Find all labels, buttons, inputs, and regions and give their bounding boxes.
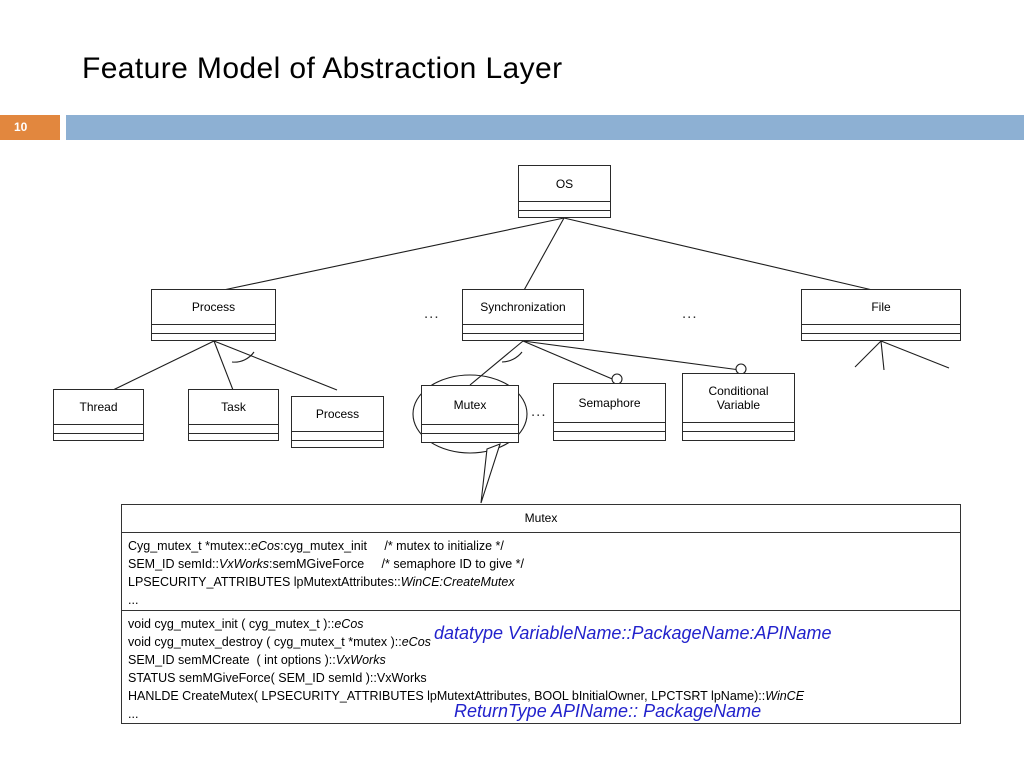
- mutex-highlight-ellipse: [412, 374, 528, 454]
- feature-node-os[interactable]: OS: [518, 165, 611, 218]
- feature-node-mutex-compartment-2: [422, 433, 518, 442]
- field-line: SEM_ID semId::VxWorks:semMGiveForce /* s…: [128, 557, 524, 571]
- mutex-callout-tail: [480, 443, 501, 504]
- feature-node-thread-label: Thread: [79, 400, 118, 414]
- feature-node-process-compartment-1: [152, 324, 275, 333]
- ellipsis-marker-1: ...: [424, 305, 440, 322]
- feature-node-semaphore-compartment-2: [554, 431, 665, 440]
- edge-process-process: [213, 340, 338, 391]
- feature-node-file-label: File: [871, 300, 891, 314]
- feature-node-semaphore-compartment-1: [554, 422, 665, 431]
- feature-node-conditional-variable-compartment-1: [683, 422, 794, 431]
- feature-node-thread-compartment-2: [54, 433, 143, 442]
- edge-file-child-2: [880, 340, 885, 371]
- api-line: void cyg_mutex_init ( cyg_mutex_t )::eCo…: [128, 617, 364, 631]
- field-line: LPSECURITY_ATTRIBUTES lpMutextAttributes…: [128, 575, 515, 589]
- feature-node-thread-compartment-1: [54, 424, 143, 433]
- apis-legend-annotation: ReturnType APIName:: PackageName: [454, 701, 762, 721]
- feature-node-synchronization[interactable]: Synchronization: [462, 289, 584, 341]
- feature-node-file-compartment-1: [802, 324, 960, 333]
- edge-sync-mutex: [469, 340, 524, 386]
- api-line: ...: [128, 707, 139, 721]
- field-line: ...: [128, 593, 139, 607]
- feature-node-conditional-variable-label: Conditional Variable: [708, 384, 769, 412]
- field-line: Cyg_mutex_t *mutex::eCos:cyg_mutex_init …: [128, 539, 504, 553]
- fields-legend-annotation: datatype VariableName::PackageName:APINa…: [434, 623, 832, 643]
- feature-node-process-child-compartment-1: [292, 431, 383, 440]
- feature-node-file-compartment-2: [802, 333, 960, 342]
- api-line: HANLDE CreateMutex( LPSECURITY_ATTRIBUTE…: [128, 689, 805, 703]
- feature-node-process-child[interactable]: Process: [291, 396, 384, 448]
- page-title: Feature Model of Abstraction Layer: [82, 52, 563, 85]
- feature-node-process[interactable]: Process: [151, 289, 276, 341]
- alternative-group-arc-process: [231, 351, 255, 363]
- feature-node-mutex-compartment-1: [422, 424, 518, 433]
- mutex-detail-header: Mutex: [122, 505, 960, 533]
- feature-node-process-label: Process: [191, 300, 236, 314]
- page-number-badge: 10: [0, 115, 60, 140]
- ellipsis-marker-2: ...: [682, 305, 698, 322]
- mutex-fields-section: Cyg_mutex_t *mutex::eCos:cyg_mutex_init …: [122, 533, 960, 643]
- feature-node-synchronization-compartment-2: [463, 333, 583, 342]
- edge-file-child-1: [854, 340, 882, 368]
- feature-node-synchronization-label: Synchronization: [480, 300, 566, 314]
- header-band: 10: [0, 115, 1024, 140]
- edge-os-file: [563, 217, 882, 293]
- edge-os-synchronization: [522, 217, 565, 293]
- alternative-group-arc-sync: [501, 351, 523, 363]
- feature-node-task[interactable]: Task: [188, 389, 279, 441]
- edge-file-child-3: [880, 340, 950, 369]
- mutex-apis-section: void cyg_mutex_init ( cyg_mutex_t )::eCo…: [122, 611, 960, 723]
- api-line: SEM_ID semMCreate ( int options )::VxWor…: [128, 653, 386, 667]
- feature-node-task-compartment-1: [189, 424, 278, 433]
- edge-os-process: [213, 217, 565, 293]
- feature-node-os-compartment-1: [519, 201, 610, 210]
- edge-process-thread: [112, 340, 215, 391]
- ellipsis-marker-3: ...: [531, 403, 547, 420]
- feature-node-semaphore[interactable]: Semaphore: [553, 383, 666, 441]
- feature-node-task-compartment-2: [189, 433, 278, 442]
- feature-node-task-label: Task: [221, 400, 246, 414]
- feature-node-conditional-variable[interactable]: Conditional Variable: [682, 373, 795, 441]
- feature-node-process-child-compartment-2: [292, 440, 383, 449]
- mutex-detail-table: Mutex Cyg_mutex_t *mutex::eCos:cyg_mutex…: [121, 504, 961, 724]
- feature-node-semaphore-label: Semaphore: [578, 396, 641, 410]
- api-line: STATUS semMGiveForce( SEM_ID semId )::Vx…: [128, 671, 427, 685]
- feature-node-mutex-label: Mutex: [453, 398, 487, 412]
- feature-node-conditional-variable-compartment-2: [683, 431, 794, 440]
- feature-node-os-label: OS: [555, 176, 574, 191]
- feature-node-process-child-label: Process: [315, 407, 360, 421]
- feature-node-synchronization-compartment-1: [463, 324, 583, 333]
- edge-sync-semaphore: [522, 340, 618, 382]
- feature-node-thread[interactable]: Thread: [53, 389, 144, 441]
- edge-process-task: [213, 340, 234, 391]
- header-accent-bar: [66, 115, 1024, 140]
- feature-node-mutex[interactable]: Mutex: [421, 385, 519, 443]
- feature-node-file[interactable]: File: [801, 289, 961, 341]
- feature-node-process-compartment-2: [152, 333, 275, 342]
- api-line: void cyg_mutex_destroy ( cyg_mutex_t *mu…: [128, 635, 431, 649]
- feature-node-os-compartment-2: [519, 210, 610, 219]
- page-number-label: 10: [14, 120, 28, 134]
- edge-sync-condvar: [522, 340, 741, 371]
